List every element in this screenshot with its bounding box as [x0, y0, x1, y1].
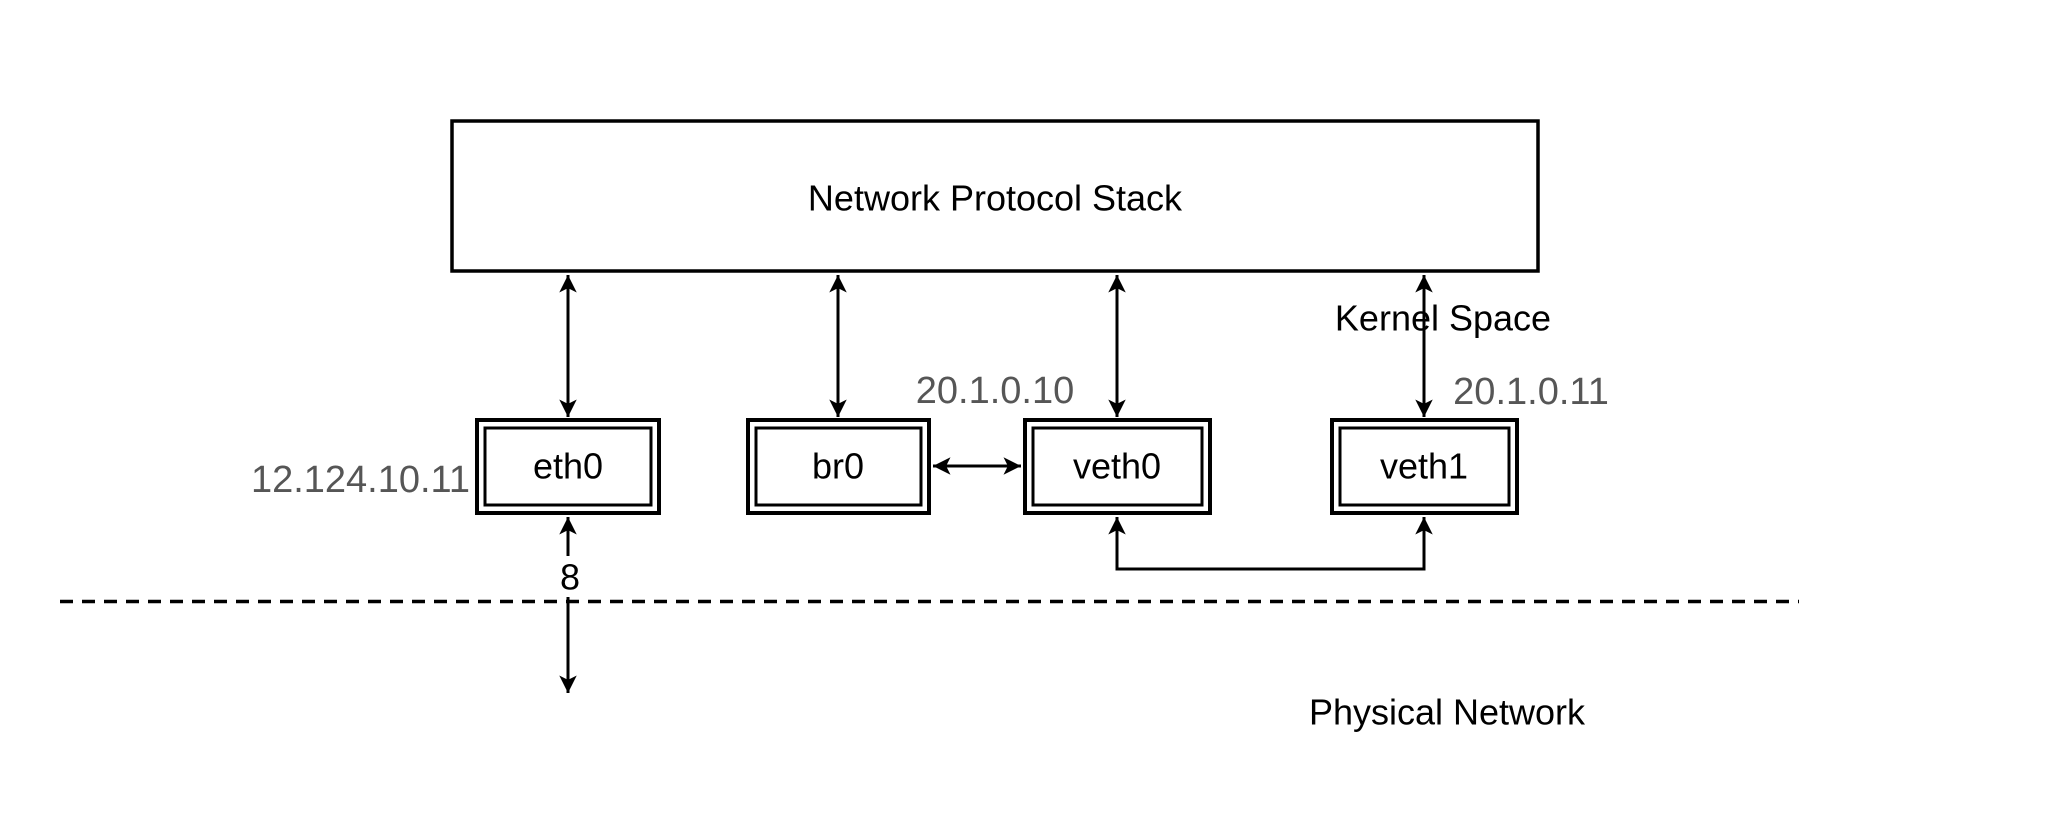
br0-box-inner: [754, 426, 923, 507]
veth0-ip-label: 20.1.0.10: [916, 370, 1074, 412]
connector-veth0-veth1: [1108, 517, 1433, 571]
network-protocol-stack-label: Network Protocol Stack: [808, 178, 1183, 219]
veth0-box-inner: [1031, 426, 1204, 507]
veth0-box-outer: [1023, 418, 1212, 515]
veth0-label: veth0: [1073, 446, 1161, 487]
eth0-label: eth0: [533, 446, 603, 487]
veth1-label: veth1: [1380, 446, 1468, 487]
link-label-backing: [549, 556, 587, 597]
kernel-space-label: Kernel Space: [1335, 298, 1551, 339]
node-eth0: eth0: [475, 418, 661, 515]
physical-network-label: Physical Network: [1309, 692, 1586, 733]
eth0-box-inner: [483, 426, 653, 507]
eth0-ip-label: 12.124.10.11: [251, 459, 470, 501]
br0-box-outer: [746, 418, 931, 515]
node-veth0: veth0: [1023, 418, 1212, 515]
veth1-box-outer: [1330, 418, 1519, 515]
link-count-label: 8: [560, 557, 580, 598]
veth1-box-inner: [1338, 426, 1511, 507]
network-protocol-stack-box: [450, 119, 1540, 273]
node-veth1: veth1: [1330, 418, 1519, 515]
eth0-box-outer: [475, 418, 661, 515]
node-br0: br0: [746, 418, 931, 515]
br0-label: br0: [812, 446, 864, 487]
veth1-ip-label: 20.1.0.11: [1453, 371, 1609, 413]
